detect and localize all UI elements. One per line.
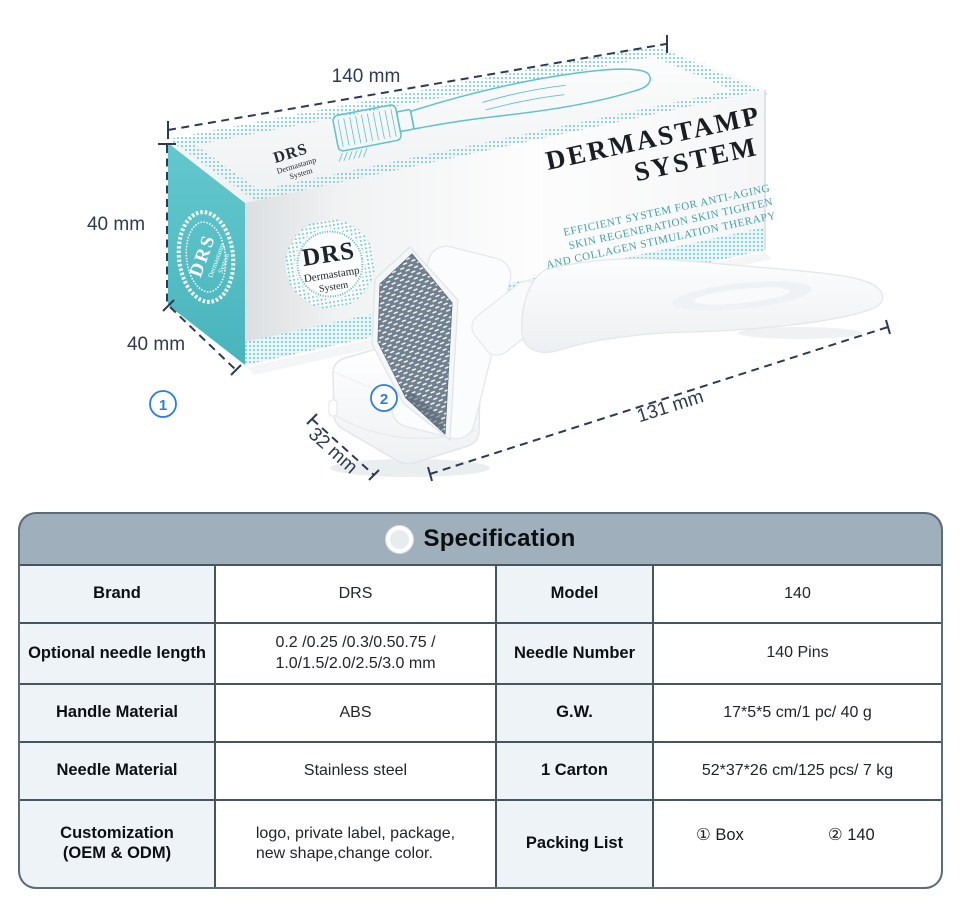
spec-label-needle-number: Needle Number <box>495 622 652 683</box>
marker-box: 1 <box>149 390 177 418</box>
handle-shadow <box>738 327 862 339</box>
spec-value-customization: logo, private label, package, new shape,… <box>214 799 495 887</box>
marker-tool: 2 <box>370 384 398 412</box>
packing-item-box: ① Box <box>696 826 744 844</box>
dimension-label-box-length: 140 mm <box>332 66 401 87</box>
spec-label-handle-material: Handle Material <box>20 683 214 741</box>
needle-length-line2: 1.0/1.5/2.0/2.5/3.0 mm <box>275 654 436 672</box>
customization-line1: Customization <box>60 824 174 843</box>
ring-icon <box>385 525 413 553</box>
dimension-tool-length <box>427 319 891 482</box>
box-top-stamp-outline <box>332 68 651 163</box>
spec-label-carton: 1 Carton <box>495 741 652 799</box>
customization-value-line1: logo, private label, package, <box>255 824 456 842</box>
cap-shadow <box>330 459 490 477</box>
spec-value-needle-material: Stainless steel <box>214 741 495 799</box>
dimension-cap-width <box>306 413 380 481</box>
spec-value-handle-material: ABS <box>214 683 495 741</box>
spec-value-carton: 52*37*26 cm/125 pcs/ 7 kg <box>652 741 941 799</box>
dimension-label-tool-length: 131 mm <box>634 386 706 427</box>
box-front-logo-sub2: System <box>318 279 349 295</box>
marker-tool-number: 2 <box>380 391 388 408</box>
specification-header: Specification <box>20 514 941 564</box>
box-top-face: DRS Dermastamp System <box>168 45 769 203</box>
spec-label-needle-material: Needle Material <box>20 741 214 799</box>
dimension-box-depth <box>162 299 242 376</box>
needle-length-line1: 0.2 /0.25 /0.3/0.50.75 / <box>275 634 436 652</box>
specification-table: Specification Brand DRS Model 140 Option… <box>18 512 943 889</box>
dimension-label-box-depth: 40 mm <box>127 334 185 355</box>
spec-value-needle-length: 0.2 /0.25 /0.3/0.50.75 / 1.0/1.5/2.0/2.5… <box>214 622 495 683</box>
dimension-box-height <box>158 143 176 303</box>
spec-value-gw: 17*5*5 cm/1 pc/ 40 g <box>652 683 941 741</box>
spec-value-needle-number: 140 Pins <box>652 622 941 683</box>
spec-label-model: Model <box>495 564 652 622</box>
spec-value-packing-list: ① Box ② 140 <box>652 799 941 887</box>
spec-value-brand: DRS <box>214 564 495 622</box>
box-left-face: DRS Dermastamp System <box>168 143 245 365</box>
marker-box-number: 1 <box>159 397 167 414</box>
needle-plate <box>371 246 459 441</box>
box-front-logo: DRS Dermastamp System <box>285 219 375 309</box>
customization-line2: (OEM & ODM) <box>62 844 172 862</box>
spec-label-gw: G.W. <box>495 683 652 741</box>
product-illustration: DRS Dermastamp System DRS Dermastamp Sys… <box>87 35 891 482</box>
spec-label-brand: Brand <box>20 564 214 622</box>
packing-item-140: ② 140 <box>827 826 875 844</box>
box-left-logo: DRS Dermastamp System <box>176 210 236 304</box>
specification-title: Specification <box>423 525 576 552</box>
spec-label-packing-list: Packing List <box>495 799 652 887</box>
spec-label-customization: Customization (OEM & ODM) <box>20 799 214 887</box>
spec-value-model: 140 <box>652 564 941 622</box>
dimension-box-length <box>167 35 668 139</box>
customization-value-line2: new shape,change color. <box>255 845 433 862</box>
dimension-label-box-height: 40 mm <box>87 214 145 235</box>
spec-label-needle-length: Optional needle length <box>20 622 214 683</box>
